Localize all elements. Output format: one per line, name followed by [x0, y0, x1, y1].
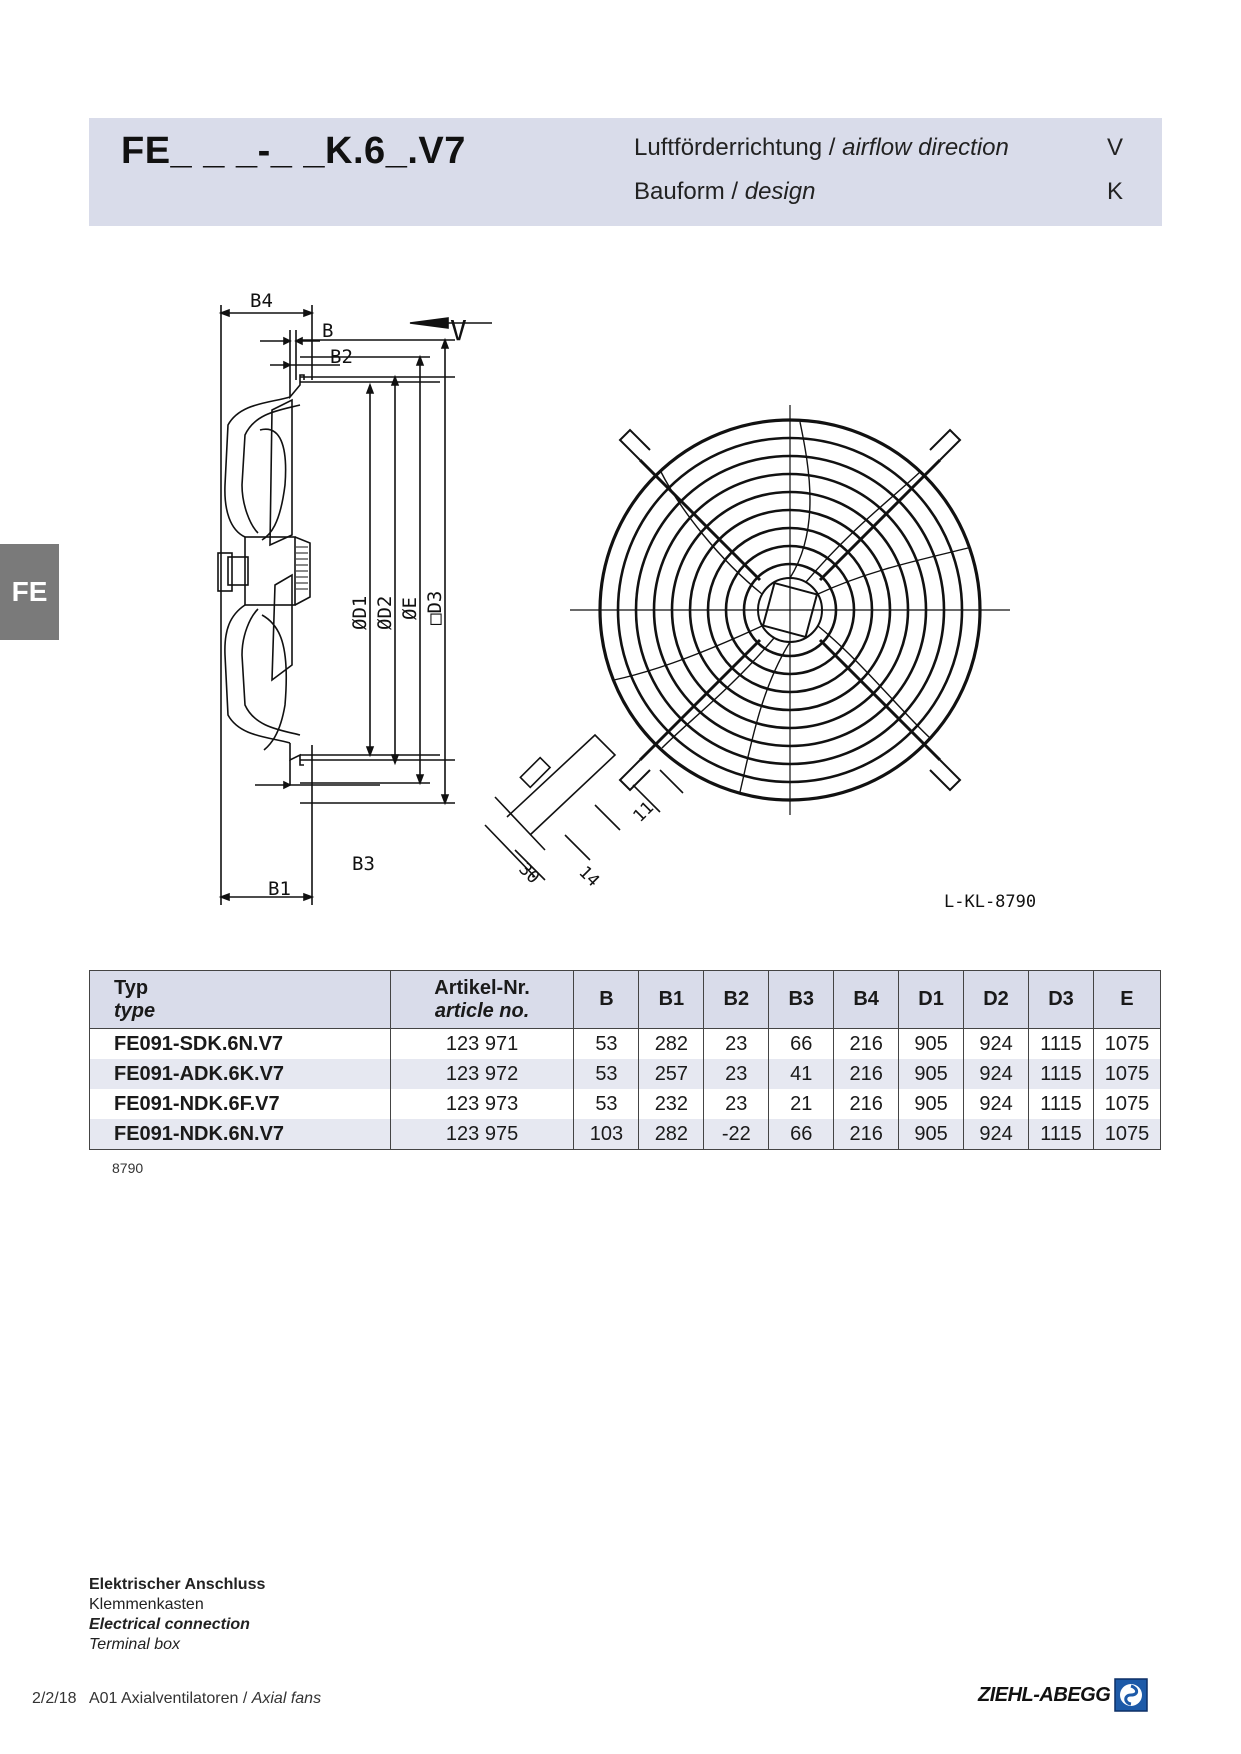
cell-b2: 23: [703, 1028, 770, 1059]
cell-b1: 257: [638, 1059, 705, 1089]
col-header-e: E: [1092, 970, 1162, 1029]
mounting-foot-detail: [484, 733, 684, 881]
dim-e-label: ØE: [399, 597, 421, 620]
cell-b2: 23: [703, 1089, 770, 1119]
cell-b4: 216: [833, 1059, 900, 1089]
cell-article: 123 973: [389, 1089, 575, 1119]
cell-d3: 1115: [1028, 1089, 1094, 1119]
design-label: Bauform / design: [634, 178, 816, 205]
cell-d2: 924: [963, 1059, 1029, 1089]
dim-d3-label: □D3: [424, 591, 446, 625]
col-header-b2: B2: [703, 970, 770, 1029]
cell-b3: 41: [768, 1059, 835, 1089]
col-header-d1: D1: [898, 970, 965, 1029]
brand-logo: ZIEHL-ABEGG: [978, 1678, 1149, 1712]
cell-d3: 1115: [1028, 1059, 1094, 1089]
col-header-article: Artikel-Nr.article no.: [389, 970, 575, 1029]
electrical-connection-block: Elektrischer Anschluss Klemmenkasten Ele…: [89, 1575, 265, 1655]
footer-section-en: Axial fans: [251, 1690, 322, 1707]
dim-d1-label: ØD1: [349, 596, 371, 630]
cell-b1: 282: [638, 1028, 705, 1059]
cell-type: FE091-NDK.6N.V7: [89, 1119, 391, 1150]
table-row: FE091-NDK.6N.V7 123 975 103 282 -22 66 2…: [89, 1119, 1162, 1150]
airflow-direction-label: Luftförderrichtung / airflow direction: [634, 134, 1009, 161]
dim-b1-label: B1: [268, 878, 291, 900]
airflow-v-label: V: [450, 314, 467, 347]
fan-front-view: [570, 405, 1010, 815]
col-header-d3: D3: [1028, 970, 1094, 1029]
drawing-id: L-KL-8790: [944, 892, 1036, 912]
dim-30-label: 30: [514, 859, 543, 888]
connection-text-en: Terminal box: [89, 1636, 181, 1653]
dim-11-label: 11: [629, 798, 658, 827]
dim-b2-label: B2: [330, 346, 353, 368]
cell-b3: 66: [768, 1028, 835, 1059]
cell-d1: 905: [898, 1119, 965, 1150]
cell-d2: 924: [963, 1119, 1029, 1150]
dim-b4-label: B4: [250, 290, 273, 312]
connection-title-en: Electrical connection: [89, 1616, 250, 1633]
cell-article: 123 972: [389, 1059, 575, 1089]
fan-side-view: [217, 305, 492, 905]
cell-b: 53: [573, 1089, 640, 1119]
cell-b2: -22: [703, 1119, 770, 1150]
design-value: K: [1106, 178, 1123, 205]
airflow-direction-value: V: [1106, 134, 1123, 161]
header-band: [89, 118, 1162, 226]
cell-b2: 23: [703, 1059, 770, 1089]
technical-drawing: B4 B B2 V ØD1 ØD2 ØE □D3 B3 B1 30 14 11 …: [200, 285, 1040, 925]
cell-e: 1075: [1092, 1059, 1162, 1089]
cell-article: 123 971: [389, 1028, 575, 1059]
table-row: FE091-NDK.6F.V7 123 973 53 232 23 21 216…: [89, 1089, 1162, 1119]
cell-b3: 66: [768, 1119, 835, 1150]
footer-date: 2/2/18: [32, 1690, 77, 1707]
logo-text: ZIEHL-ABEGG: [978, 1683, 1111, 1706]
cell-b: 53: [573, 1059, 640, 1089]
cell-b: 53: [573, 1028, 640, 1059]
cell-b3: 21: [768, 1089, 835, 1119]
cell-d1: 905: [898, 1059, 965, 1089]
cell-type: FE091-SDK.6N.V7: [89, 1028, 391, 1059]
footer: 2/2/18 A01 Axialventilatoren / Axial fan…: [32, 1690, 321, 1708]
col-header-b: B: [573, 970, 640, 1029]
col-header-d2: D2: [963, 970, 1029, 1029]
cell-d1: 905: [898, 1089, 965, 1119]
col-header-b1: B1: [638, 970, 705, 1029]
dim-b-label: B: [322, 320, 333, 342]
cell-e: 1075: [1092, 1028, 1162, 1059]
dim-14-label: 14: [574, 862, 603, 891]
cell-b: 103: [573, 1119, 640, 1150]
cell-d3: 1115: [1028, 1028, 1094, 1059]
dim-b3-label: B3: [352, 853, 375, 875]
cell-d2: 924: [963, 1089, 1029, 1119]
cell-type: FE091-ADK.6K.V7: [89, 1059, 391, 1089]
ziehl-abegg-logo-icon: [1114, 1678, 1149, 1712]
table-row: FE091-SDK.6N.V7 123 971 53 282 23 66 216…: [89, 1028, 1162, 1059]
page-title: FE_ _ _-_ _K.6_.V7: [121, 130, 466, 172]
footer-section-de: A01 Axialventilatoren /: [88, 1690, 252, 1707]
table-code: 8790: [112, 1160, 144, 1176]
cell-b1: 282: [638, 1119, 705, 1150]
cell-b4: 216: [833, 1119, 900, 1150]
cell-article: 123 975: [389, 1119, 575, 1150]
cell-d3: 1115: [1028, 1119, 1094, 1150]
cell-d1: 905: [898, 1028, 965, 1059]
cell-e: 1075: [1092, 1119, 1162, 1150]
dim-d2-label: ØD2: [374, 596, 396, 630]
side-tab: FE: [0, 544, 59, 640]
cell-d2: 924: [963, 1028, 1029, 1059]
cell-b4: 216: [833, 1028, 900, 1059]
connection-title-de: Elektrischer Anschluss: [89, 1576, 266, 1593]
cell-b4: 216: [833, 1089, 900, 1119]
cell-e: 1075: [1092, 1089, 1162, 1119]
col-header-b4: B4: [833, 970, 900, 1029]
col-header-b3: B3: [768, 970, 835, 1029]
table-row: FE091-ADK.6K.V7 123 972 53 257 23 41 216…: [89, 1059, 1162, 1089]
cell-b1: 232: [638, 1089, 705, 1119]
connection-text-de: Klemmenkasten: [89, 1596, 204, 1613]
cell-type: FE091-NDK.6F.V7: [89, 1089, 391, 1119]
